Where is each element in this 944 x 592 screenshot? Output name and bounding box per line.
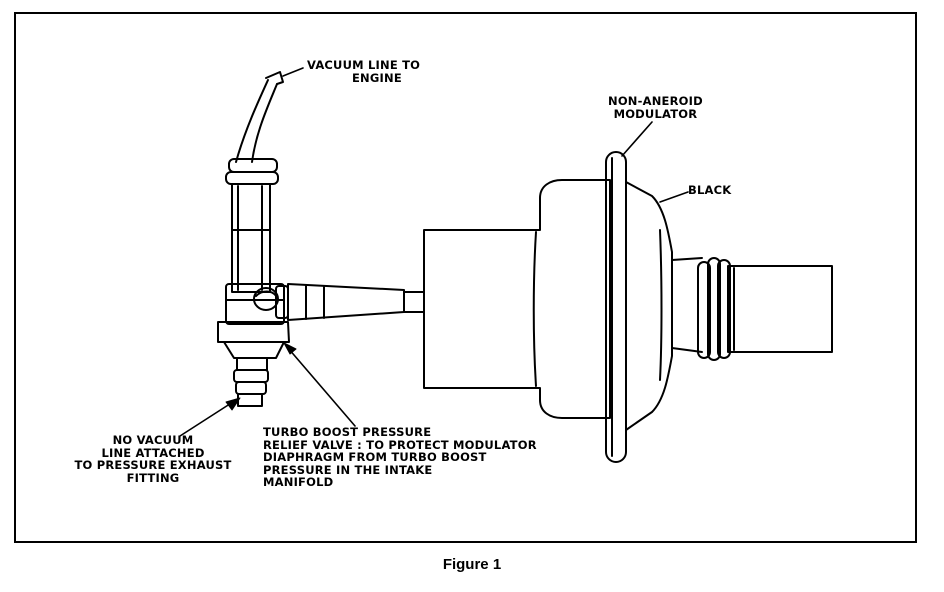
vacuum-line-label-line-1: VACUUM LINE TO	[307, 58, 421, 72]
figure-border	[14, 12, 917, 543]
modulator-label: NON-ANEROID MODULATOR	[608, 95, 703, 120]
modulator-label-line-1: NON-ANEROID	[608, 94, 703, 108]
no-vacuum-label-line-4: FITTING	[126, 470, 180, 485]
relief-valve-arrowhead	[283, 342, 297, 355]
vertical-fitting	[217, 158, 290, 407]
vacuum-line-leader	[282, 67, 304, 77]
no-vacuum-label-line-1: NO VACUUM	[112, 433, 194, 447]
modulator-leader	[621, 121, 653, 157]
exhaust-fitting-arrowhead	[225, 397, 241, 411]
black-leader	[659, 191, 689, 203]
relief-valve-label-line-4: PRESSURE IN THE INTAKE	[263, 462, 433, 477]
no-vacuum-label-line-3: TO PRESSURE EXHAUST	[74, 458, 232, 472]
relief-valve-label-line-1: TURBO BOOST PRESSURE	[263, 425, 432, 439]
vacuum-line-label: VACUUM LINE TO ENGINE	[307, 59, 420, 84]
no-vacuum-label: NO VACUUM LINE ATTACHED TO PRESSURE EXHA…	[68, 434, 238, 484]
leader-lines	[179, 67, 689, 437]
relief-valve-label-line-2: RELIEF VALVE : TO PROTECT MODULATOR	[263, 437, 537, 452]
relief-valve-label: TURBO BOOST PRESSURE RELIEF VALVE : TO P…	[263, 426, 537, 489]
modulator-label-line-2: MODULATOR	[613, 106, 698, 121]
figure-caption: Figure 1	[442, 556, 502, 573]
no-vacuum-label-line-2: LINE ATTACHED	[101, 445, 205, 460]
black-label: BLACK	[688, 183, 732, 197]
leader-arrowheads	[225, 342, 297, 411]
connecting-tube	[275, 283, 425, 321]
modulator-body	[423, 151, 833, 463]
relief-valve-leader	[287, 347, 356, 427]
vacuum-line-tube	[235, 71, 284, 163]
vacuum-line-label-line-2: ENGINE	[352, 70, 402, 85]
relief-valve-label-line-5: MANIFOLD	[263, 475, 334, 489]
relief-valve-label-line-3: DIAPHRAGM FROM TURBO BOOST	[263, 450, 487, 464]
exhaust-fitting-leader	[179, 399, 237, 437]
